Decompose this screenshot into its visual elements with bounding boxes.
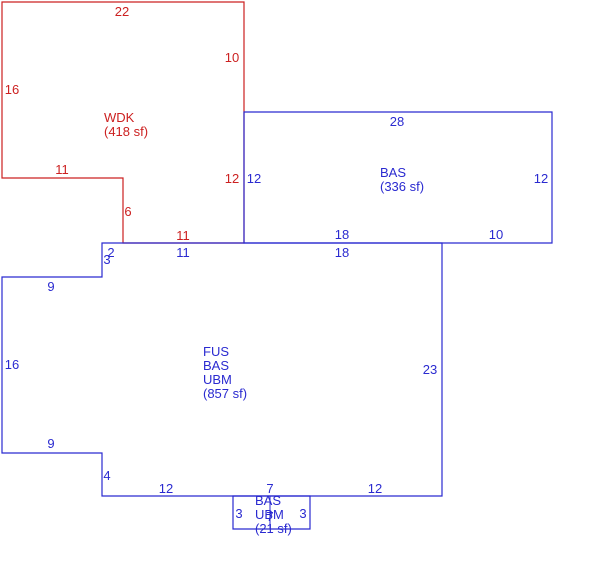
dim-main-top-left: 11 [176, 245, 190, 260]
dim-main-notch-side: 3 [103, 252, 110, 267]
dim-main-bottom-left: 12 [159, 481, 173, 496]
dim-main-right: 23 [423, 362, 437, 377]
dim-bump-right: 3 [299, 506, 306, 521]
wdk-area-size: (418 sf) [104, 124, 148, 139]
dim-main-notch-top: 2 [107, 245, 114, 260]
dim-main-left: 16 [5, 357, 19, 372]
dim-bas-bottom-left: 18 [335, 227, 349, 242]
dim-wdk-top: 22 [115, 4, 129, 19]
dim-main-top-right: 18 [335, 245, 349, 260]
dim-bas-right: 12 [534, 171, 548, 186]
dim-bas-bottom-right: 10 [489, 227, 503, 242]
dim-main-left-upper: 9 [47, 279, 54, 294]
dim-bump-center: 7 [266, 509, 273, 524]
main-area-label-1: FUS [203, 344, 229, 359]
dim-wdk-right-upper: 10 [225, 50, 239, 65]
bump-area-label-1: BAS [255, 493, 281, 508]
dim-wdk-step-vertical: 6 [124, 204, 131, 219]
dim-wdk-right-lower: 12 [225, 171, 239, 186]
bas-upper-area-label: BAS [380, 165, 406, 180]
dim-main-bottom-right: 12 [368, 481, 382, 496]
bump-area-label-2: UBM [255, 507, 284, 522]
dim-bas-top: 28 [390, 114, 404, 129]
dim-bas-left: 12 [247, 171, 261, 186]
main-block-outline [1, 242, 443, 497]
bump-area-size: (21 sf) [255, 521, 292, 536]
dim-wdk-bottom: 11 [176, 228, 190, 243]
dim-main-bottom-mid: 7 [266, 481, 273, 496]
dim-bump-left: 3 [235, 506, 242, 521]
dim-main-left-bottom-step: 4 [103, 468, 110, 483]
bump-outline [232, 495, 311, 530]
main-area-label-2: BAS [203, 358, 229, 373]
main-area-size: (857 sf) [203, 386, 247, 401]
dim-main-left-lower: 9 [47, 436, 54, 451]
dim-wdk-step-horizontal: 11 [55, 162, 69, 177]
wdk-area-label: WDK [104, 110, 135, 125]
main-area-label-3: UBM [203, 372, 232, 387]
bas-upper-outline [243, 111, 553, 244]
bas-upper-area-size: (336 sf) [380, 179, 424, 194]
dim-wdk-left: 16 [5, 82, 19, 97]
